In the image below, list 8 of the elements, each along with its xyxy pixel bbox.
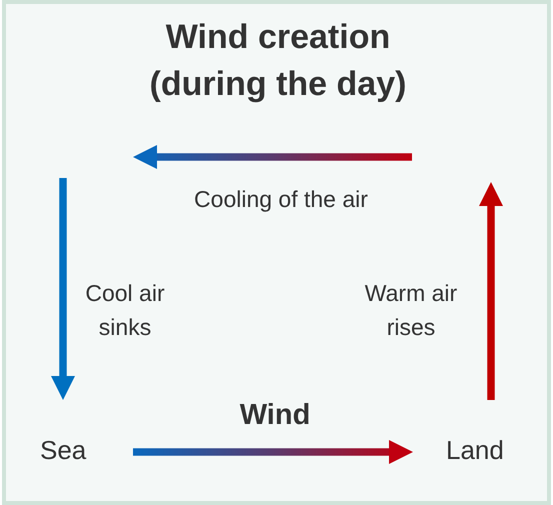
arrow xyxy=(133,440,413,464)
diagram-title: Wind creation (during the day) xyxy=(148,17,408,105)
node-label: Land xyxy=(446,435,504,465)
arrow-label: Cooling of the air xyxy=(193,185,369,214)
edge-label: Wind xyxy=(238,398,312,432)
node-label: Sea xyxy=(40,435,86,465)
arrow xyxy=(51,178,75,400)
edge-label: Cool air sinks xyxy=(84,279,166,342)
